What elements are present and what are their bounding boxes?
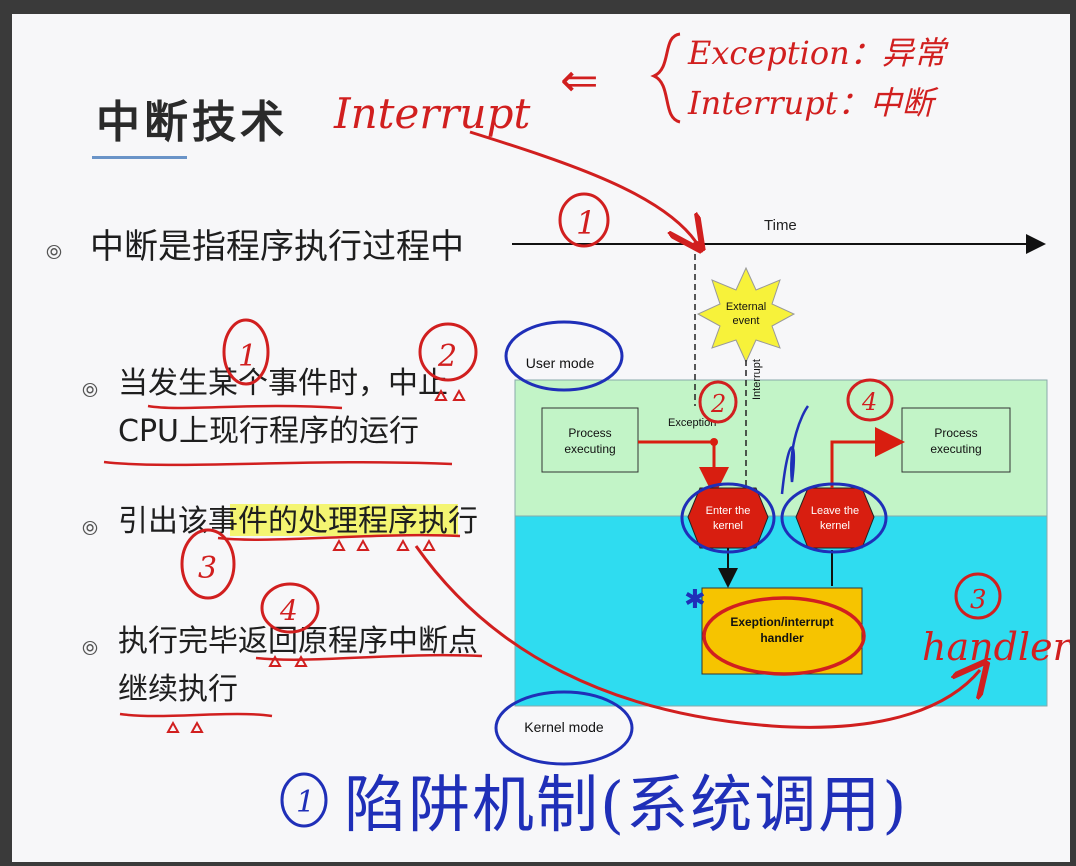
number-2-diagram: 2: [710, 390, 726, 418]
bullet-text: 中断是指程序执行过程中: [90, 227, 464, 267]
process-right-line2: executing: [930, 442, 981, 456]
curly-brace: [650, 32, 681, 124]
external-event-line1: External: [726, 301, 766, 313]
number-1-text: 1: [238, 339, 257, 374]
circled-number-1-text: [222, 318, 270, 386]
circled-number-1-top: [558, 192, 610, 248]
slide: 中断技术 ⦾ 中断是指程序执行过程中 ⦾ 当发生某个事件时，中止CPU上现行程序…: [12, 14, 1070, 862]
process-left-line1: Process: [568, 426, 611, 440]
bullet-icon: ⦾: [82, 378, 98, 402]
process-left-line2: executing: [564, 442, 615, 456]
interrupt-pointer-arrow: [469, 130, 696, 242]
interrupt-definition: Interrupt：中断: [687, 84, 939, 122]
process-box-left: [541, 407, 639, 473]
handler-pointer-arrow: [414, 545, 980, 729]
title-underline: [92, 156, 187, 159]
exception-definition: Exception：异常: [687, 34, 949, 72]
exception-label: Exception: [668, 417, 716, 429]
interrupt-label: Interrupt: [751, 359, 763, 400]
blue-ink-squiggle: [780, 405, 810, 495]
underline-bullet2-line1: [147, 404, 343, 410]
circled-number-2-diagram: [698, 380, 738, 424]
leave-to-process-arrow: [830, 427, 905, 488]
bullet-icon: ⦾: [46, 240, 62, 264]
number-1-bottom: 1: [296, 785, 315, 820]
handler-ink-circle: [702, 596, 866, 676]
bottom-note: 陷阱机制(系统调用): [344, 768, 908, 841]
bullet-icon: ⦾: [82, 516, 98, 540]
handler-word: handler: [922, 625, 1070, 669]
number-4-text: 4: [279, 594, 298, 627]
bullet-text: 引出该事件的处理程序执行: [118, 504, 478, 539]
circled-number-3-handler: [954, 572, 1002, 620]
process-right-line1: Process: [934, 426, 977, 440]
kernel-mode-circle: [494, 690, 634, 766]
blue-star-mark: ✱: [684, 585, 706, 615]
bullet-text: 当发生某个事件时，中止CPU上现行程序的运行: [118, 366, 448, 449]
enter-kernel-hex: [687, 487, 769, 549]
enter-kernel-line1: Enter the: [706, 505, 751, 517]
process-box-right: [901, 407, 1011, 473]
double-arrow: ⇐: [560, 53, 599, 107]
bullet-icon: ⦾: [82, 636, 98, 660]
underline-bullet4-line2: [119, 712, 273, 718]
kernel-mode-label: Kernel mode: [524, 719, 604, 735]
underline-bullet4-line1: [255, 653, 483, 661]
leave-kernel-hex: [795, 487, 875, 549]
enter-kernel-line2: kernel: [713, 520, 743, 532]
number-2-text: 2: [437, 339, 457, 374]
leave-kernel-line2: kernel: [820, 520, 850, 532]
handler-box: [701, 587, 863, 675]
number-1-top: 1: [576, 204, 596, 242]
interrupt-diagram: Time Process executing Process executing…: [103, 32, 1070, 841]
leave-kernel-line1: Leave the: [811, 505, 859, 517]
underline-bullet3: [217, 533, 461, 541]
slide-title: 中断技术: [96, 97, 288, 148]
circled-number-4-text: [260, 582, 320, 634]
handler-box-line1: Exeption/interrupt: [730, 615, 833, 629]
number-3-handler: 3: [970, 585, 987, 615]
number-3-text: 3: [198, 551, 217, 586]
triangle-marks: [166, 388, 466, 733]
enter-kernel-ink-circle: [680, 482, 776, 554]
circled-number-2-text: [418, 322, 478, 382]
time-label: Time: [764, 217, 797, 234]
external-event-line2: event: [733, 315, 760, 327]
number-4-diagram: 4: [861, 388, 877, 416]
circled-number-4-diagram: [846, 378, 894, 422]
circled-number-1-bottom: [280, 772, 328, 828]
circled-number-3-text: [180, 528, 236, 600]
user-mode-label: User mode: [526, 355, 595, 371]
handler-box-line2: handler: [760, 631, 804, 645]
text-highlight: [230, 504, 458, 536]
interrupt-word: Interrupt: [333, 89, 530, 138]
underline-bullet2-line2: [103, 460, 453, 467]
leave-kernel-ink-circle: [780, 482, 888, 554]
user-mode-circle: [504, 320, 624, 392]
